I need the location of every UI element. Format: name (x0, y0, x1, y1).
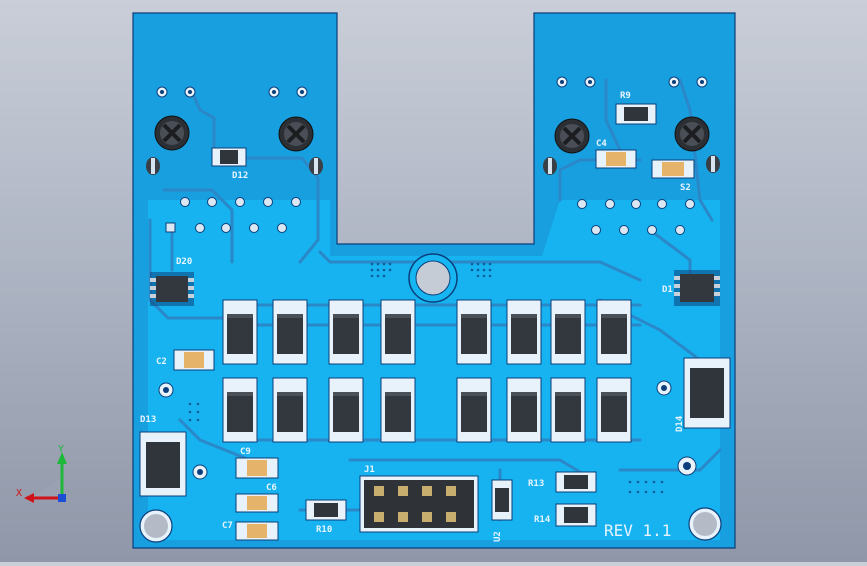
diode-body[interactable] (461, 392, 487, 432)
label-r13: R13 (528, 479, 544, 489)
smd-small-parts[interactable] (173, 103, 695, 541)
corner-mounting-holes (139, 380, 722, 543)
diode-body[interactable] (227, 392, 253, 432)
diode-cathode-band (601, 314, 627, 318)
slotted-holes (146, 155, 720, 175)
center-mounting-hole (408, 253, 458, 303)
diode-cathode-band (227, 314, 253, 318)
label-d13: D13 (140, 415, 156, 425)
diode-body[interactable] (601, 392, 627, 432)
diode-cathode-band (227, 392, 253, 396)
diode-body[interactable] (555, 392, 581, 432)
soic-chip-d1[interactable] (674, 270, 720, 306)
label-j1: J1 (364, 465, 375, 475)
label-r14: R14 (534, 515, 551, 525)
label-d14: D14 (675, 415, 685, 432)
label-c4: C4 (596, 139, 607, 149)
triad-x-label: X (16, 488, 22, 499)
diode-body[interactable] (227, 314, 253, 354)
via-field (188, 262, 664, 494)
diode-body[interactable] (511, 392, 537, 432)
label-c2: C2 (156, 357, 167, 367)
label-d20: D20 (176, 257, 192, 267)
diode-cathode-band (461, 392, 487, 396)
diode-body[interactable] (555, 314, 581, 354)
connector-pins-left (165, 197, 301, 233)
diode-body[interactable] (461, 314, 487, 354)
pin-header-j1[interactable] (359, 475, 479, 533)
connector-pins-right (577, 199, 695, 235)
diode-body[interactable] (333, 314, 359, 354)
coordinate-axes-icon[interactable]: Y X (16, 444, 67, 503)
diode-cathode-band (601, 392, 627, 396)
diode-cathode-band (511, 314, 537, 318)
diode-cathode-band (277, 392, 303, 396)
label-u2: U2 (493, 531, 503, 542)
label-r9: R9 (620, 91, 631, 101)
power-diode-d13[interactable] (139, 431, 187, 497)
diode-cathode-band (555, 392, 581, 396)
diode-cathode-band (461, 314, 487, 318)
triad-y-label: Y (58, 444, 64, 455)
label-c7: C7 (222, 521, 233, 531)
diode-cathode-band (277, 314, 303, 318)
silkscreen-labels: D12 D20 D1 D13 C2 C4 R9 S2 C9 C6 C7 R10 … (140, 91, 691, 542)
diode-cathode-band (333, 392, 359, 396)
smd-diode-array[interactable] (222, 299, 632, 443)
phillips-screw-head-icon (154, 115, 710, 154)
soic-chip-d20[interactable] (150, 272, 194, 306)
label-r10: R10 (316, 525, 332, 535)
label-c6: C6 (266, 483, 277, 493)
header-pads-left (156, 86, 308, 98)
diode-cathode-band (385, 314, 411, 318)
label-c9: C9 (240, 447, 251, 457)
power-diode-d14[interactable] (683, 357, 731, 429)
diode-body[interactable] (333, 392, 359, 432)
diode-cathode-band (555, 314, 581, 318)
diode-cathode-band (385, 392, 411, 396)
diode-cathode-band (511, 392, 537, 396)
copper-pour (148, 200, 720, 540)
diode-body[interactable] (601, 314, 627, 354)
diode-cathode-band (333, 314, 359, 318)
diode-body[interactable] (277, 392, 303, 432)
diode-body[interactable] (277, 314, 303, 354)
diode-body[interactable] (385, 392, 411, 432)
label-d1: D1 (662, 285, 673, 295)
diode-body[interactable] (511, 314, 537, 354)
header-pads-right (556, 76, 708, 88)
label-d12: D12 (232, 171, 248, 181)
diode-body[interactable] (385, 314, 411, 354)
rev-label: REV 1.1 (604, 521, 671, 540)
label-s2: S2 (680, 183, 691, 193)
